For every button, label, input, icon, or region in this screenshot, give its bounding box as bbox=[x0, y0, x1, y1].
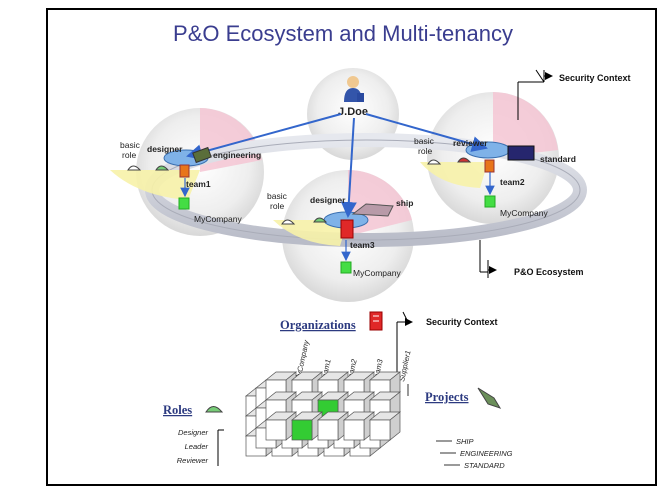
project-standard: standard bbox=[540, 154, 576, 164]
role-reviewer-right: reviewer bbox=[453, 138, 488, 148]
company-left: MyCompany bbox=[194, 214, 242, 224]
svg-text:role: role bbox=[270, 201, 284, 211]
role-hat-icon bbox=[427, 159, 442, 165]
slide-frame: P&O Ecosystem and Multi-tenancy J.Doe bbox=[46, 8, 657, 486]
matrix-cube bbox=[343, 411, 375, 441]
role-row-label: Leader bbox=[185, 442, 209, 451]
svg-text:P&O Ecosystem: P&O Ecosystem bbox=[514, 267, 584, 277]
standard-icon bbox=[507, 145, 535, 161]
company-bottom: MyCompany bbox=[353, 268, 401, 278]
team1-label: team1 bbox=[186, 179, 211, 189]
company-icon bbox=[484, 195, 496, 208]
matrix-security-context: Security Context bbox=[426, 317, 498, 327]
team-building-icon bbox=[484, 159, 495, 173]
role-row-label: Designer bbox=[178, 428, 209, 437]
projects-heading: Projects bbox=[425, 390, 469, 404]
company-icon bbox=[178, 197, 190, 210]
project-engineering: engineering bbox=[213, 150, 261, 160]
security-matrix: Organizations Projects Roles Security Co… bbox=[163, 311, 513, 470]
user-icon bbox=[344, 76, 364, 102]
organizations-heading: Organizations bbox=[280, 318, 356, 332]
role-hat-icon bbox=[313, 217, 328, 223]
projects-icon bbox=[477, 387, 502, 409]
roles-hat-icon bbox=[205, 406, 224, 413]
security-context-callout: Security Context bbox=[517, 69, 631, 120]
role-designer-bottom: designer bbox=[310, 195, 346, 205]
matrix-cube bbox=[291, 411, 323, 441]
matrix-cube bbox=[369, 411, 401, 441]
matrix-cube bbox=[265, 411, 297, 441]
role-hat-icon bbox=[457, 157, 472, 163]
ship-icon bbox=[351, 203, 394, 217]
role-hat-icon bbox=[127, 165, 142, 171]
svg-text:role: role bbox=[418, 146, 432, 156]
company-icon bbox=[340, 261, 352, 274]
project-row-label: ENGINEERING bbox=[460, 449, 513, 458]
ecosystem-callout: P&O Ecosystem bbox=[479, 240, 584, 278]
company-right: MyCompany bbox=[500, 208, 548, 218]
page-title: P&O Ecosystem and Multi-tenancy bbox=[173, 21, 513, 46]
tenant-bottom: basic role designer ship team3 MyCompany bbox=[267, 191, 413, 278]
svg-text:basic: basic bbox=[414, 136, 435, 146]
cube-grid bbox=[245, 371, 401, 457]
team3-label: team3 bbox=[350, 240, 375, 250]
role-row-label: Reviewer bbox=[177, 456, 209, 465]
project-ship: ship bbox=[396, 198, 413, 208]
svg-text:basic: basic bbox=[267, 191, 288, 201]
team-building-icon bbox=[179, 164, 190, 178]
project-row-label: SHIP bbox=[456, 437, 474, 446]
tenant-right: basic role reviewer standard team2 MyCom… bbox=[414, 136, 576, 218]
role-hat-icon bbox=[155, 165, 170, 171]
project-row-labels: SHIP ENGINEERING STANDARD bbox=[436, 437, 513, 470]
svg-text:role: role bbox=[122, 150, 136, 160]
engineering-icon bbox=[192, 146, 212, 164]
roles-heading: Roles bbox=[163, 403, 192, 417]
team2-label: team2 bbox=[500, 177, 525, 187]
ecosystem-diagram: J.Doe basic role designer engineering te… bbox=[110, 68, 631, 302]
svg-text:Security Context: Security Context bbox=[559, 73, 631, 83]
role-designer-left: designer bbox=[147, 144, 183, 154]
diagram-canvas: P&O Ecosystem and Multi-tenancy J.Doe bbox=[110, 21, 631, 470]
team-building-icon bbox=[340, 219, 354, 239]
tenant-left: basic role designer engineering team1 My… bbox=[120, 140, 261, 224]
user-label: J.Doe bbox=[338, 106, 368, 118]
project-row-label: STANDARD bbox=[464, 461, 505, 470]
role-hat-icon bbox=[281, 219, 296, 225]
matrix-cube bbox=[317, 411, 349, 441]
svg-text:basic: basic bbox=[120, 140, 141, 150]
